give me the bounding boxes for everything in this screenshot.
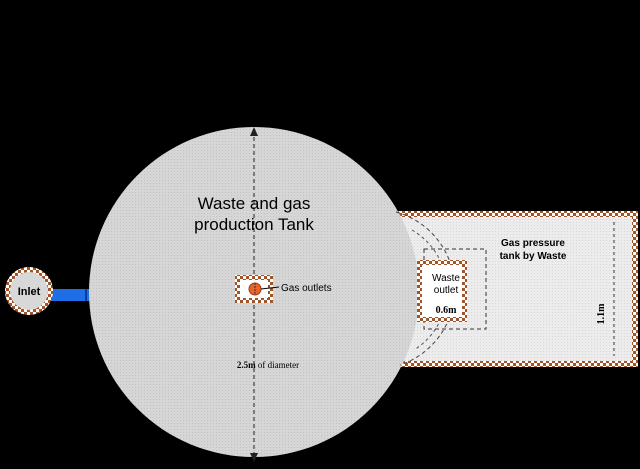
waste-outlet-dashed-box bbox=[423, 248, 487, 330]
waste-outlet-label-2: outlet bbox=[434, 285, 459, 296]
inlet-pipe bbox=[50, 289, 92, 301]
pressure-tank-label-2: tank by Waste bbox=[500, 251, 567, 262]
pressure-tank-label-1: Gas pressure bbox=[501, 238, 565, 249]
pressure-tank-height: 1.1m bbox=[596, 303, 607, 325]
gas-outlets-leader bbox=[260, 286, 280, 290]
diameter-arrow-top bbox=[250, 127, 258, 136]
tank-title-line-1: Waste and gas bbox=[198, 194, 311, 213]
diameter-arrow-bottom bbox=[250, 453, 258, 462]
waste-outlet: Waste outlet 0.6m bbox=[417, 260, 467, 322]
waste-outlet-label-1: Waste bbox=[432, 273, 460, 284]
tank-diameter-label: 2.5m of diameter bbox=[237, 360, 299, 370]
tank-title-line-2: production Tank bbox=[194, 215, 314, 234]
gas-outlets-label: Gas outlets bbox=[281, 283, 332, 294]
inlet-label: Inlet bbox=[18, 286, 41, 298]
waste-outlet-dimension: 0.6m bbox=[436, 305, 458, 316]
gas-outlets bbox=[235, 275, 280, 303]
inlet: Inlet bbox=[5, 267, 53, 315]
tank-diameter-value: 2.5m bbox=[237, 360, 256, 370]
gas-pressure-tank bbox=[393, 211, 638, 367]
tank-diameter-text: of diameter bbox=[256, 360, 299, 370]
